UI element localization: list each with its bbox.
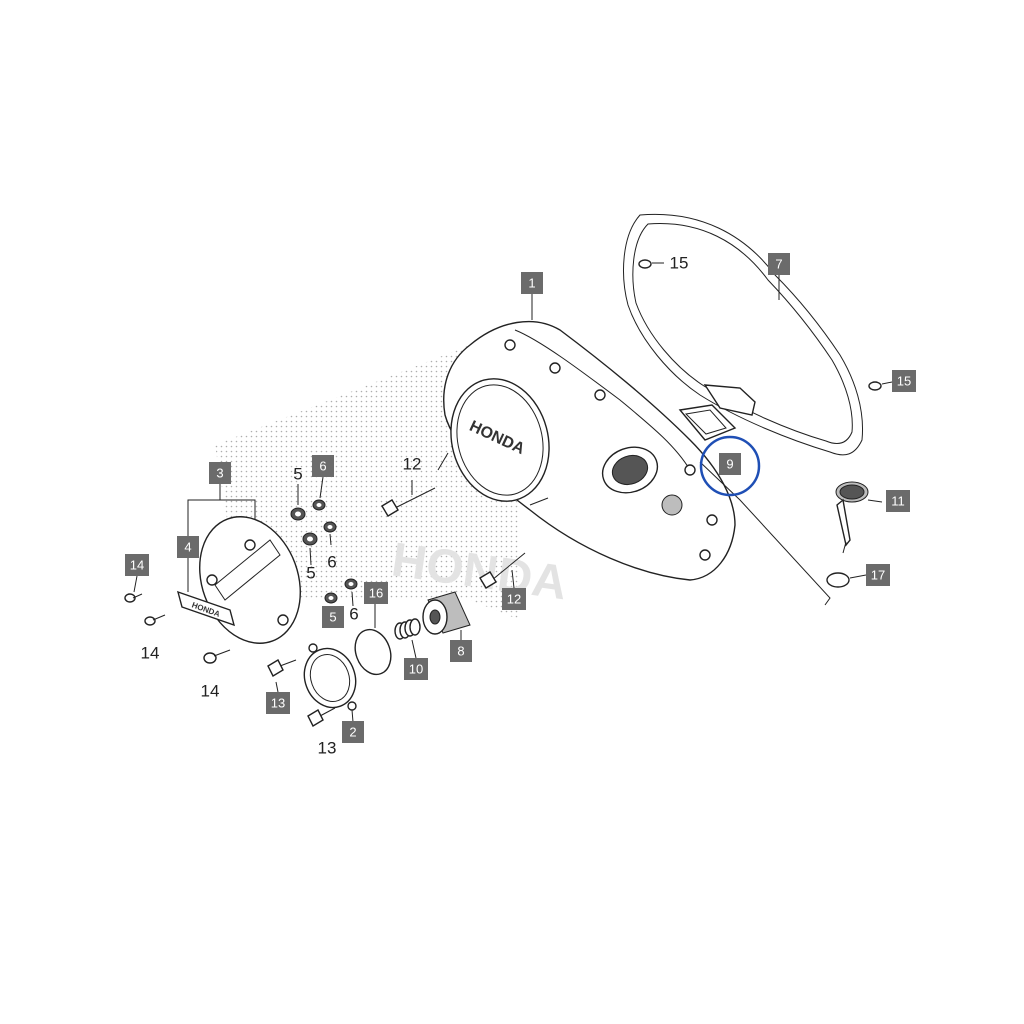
svg-text:9: 9 [726,457,733,472]
label-box-2: 2 [342,721,364,743]
svg-text:3: 3 [216,466,223,481]
plain-label-14b: 14 [201,682,220,701]
filter-cover-2 [303,643,357,711]
bolt-12-lower [479,552,526,589]
nut-6-a [312,499,326,511]
svg-text:4: 4 [184,540,191,555]
svg-text:8: 8 [457,644,464,659]
washer-5-b [302,532,318,546]
label-box-3: 3 [209,462,231,484]
plain-label-14a: 14 [141,644,160,663]
screw-14-c [203,649,231,664]
label-box-14: 14 [125,554,149,576]
svg-text:14: 14 [130,558,144,573]
o-ring-16 [354,628,392,676]
plain-label-6a: 6 [327,553,336,572]
svg-text:15: 15 [897,374,911,389]
plain-label-12: 12 [403,455,422,474]
screw-14-a [124,593,143,603]
plain-label-15: 15 [670,254,689,273]
label-box-10: 10 [404,658,428,680]
svg-text:12: 12 [507,592,521,607]
label-box-15: 15 [892,370,916,392]
bolt-12-upper [381,487,436,517]
washer-5-c [324,592,338,604]
label-box-17: 17 [866,564,890,586]
label-box-6: 6 [312,455,334,477]
label-box-16: 16 [364,582,388,604]
label-box-13: 13 [266,692,290,714]
svg-text:1: 1 [528,276,535,291]
screw-14-b [144,614,166,626]
label-box-1: 1 [521,272,543,294]
dipstick-11 [835,481,869,554]
plain-label-5b: 5 [306,564,315,583]
crankcase-cover-1: HONDA [443,320,736,581]
svg-text:16: 16 [369,586,383,601]
washer-5-a [290,507,306,521]
nut-6-c [344,578,358,590]
svg-text:10: 10 [409,662,423,677]
svg-text:17: 17 [871,568,885,583]
plain-label-6b: 6 [349,605,358,624]
svg-text:13: 13 [271,696,285,711]
svg-text:7: 7 [775,257,782,272]
svg-text:11: 11 [891,494,905,509]
svg-text:5: 5 [329,610,336,625]
bolt-13-upper [267,659,297,677]
label-box-5: 5 [322,606,344,628]
oil-filter-8 [422,591,471,635]
plain-label-13: 13 [318,739,337,758]
bolt-13-lower [307,707,336,727]
o-ring-17 [826,572,850,588]
dowel-15-lower [868,381,893,391]
plain-label-5a: 5 [293,465,302,484]
svg-text:2: 2 [349,725,356,740]
label-box-4: 4 [177,536,199,558]
label-box-7: 7 [768,253,790,275]
label-box-8: 8 [450,640,472,662]
dowel-15-upper [638,259,664,269]
label-box-11: 11 [886,490,910,512]
label-box-12: 12 [502,588,526,610]
highlight-circle [699,435,761,497]
label-box-9: 9 [719,453,741,475]
svg-text:6: 6 [319,459,326,474]
leader-lines [133,275,883,723]
spring-10 [394,618,421,640]
nut-6-b [323,521,337,533]
